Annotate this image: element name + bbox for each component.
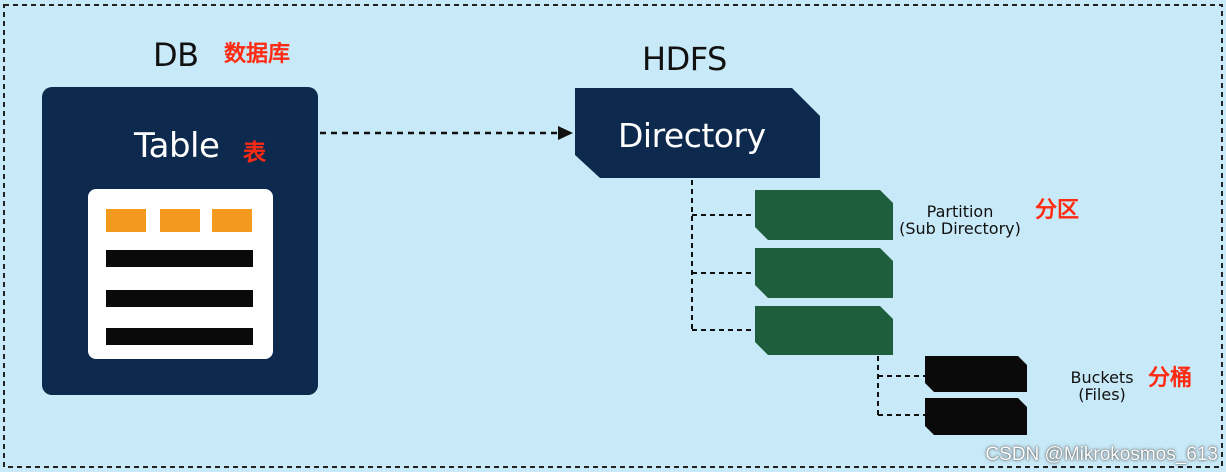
table-icon [88,189,273,359]
watermark: CSDN @Mikrokosmos_613 [985,444,1218,465]
bucket-box [925,398,1027,435]
partition-label-line1: Partition [926,202,994,221]
outer-frame [3,4,1223,468]
db-title: DB [153,36,199,74]
directory-label: Directory [618,116,766,155]
directory-box [575,88,820,178]
bucket-box [925,356,1027,392]
partition-label: Partition (Sub Directory) [895,203,1025,237]
buckets-label-line2: (Files) [1078,385,1126,404]
buckets-label-line1: Buckets [1070,368,1134,387]
table-label: Table [134,126,220,166]
hdfs-title: HDFS [642,40,727,78]
table-label-cn: 表 [243,140,266,166]
db-title-cn: 数据库 [224,42,291,67]
partition-box [755,306,893,355]
partition-label-cn: 分区 [1035,198,1080,223]
buckets-label: Buckets (Files) [1062,369,1142,403]
partition-box [755,190,893,240]
arrow-head-icon [558,126,573,140]
partition-label-line2: (Sub Directory) [899,219,1021,238]
buckets-label-cn: 分桶 [1148,366,1193,391]
partition-connectors [691,180,755,331]
partition-box [755,248,893,298]
bucket-connectors [877,356,925,416]
